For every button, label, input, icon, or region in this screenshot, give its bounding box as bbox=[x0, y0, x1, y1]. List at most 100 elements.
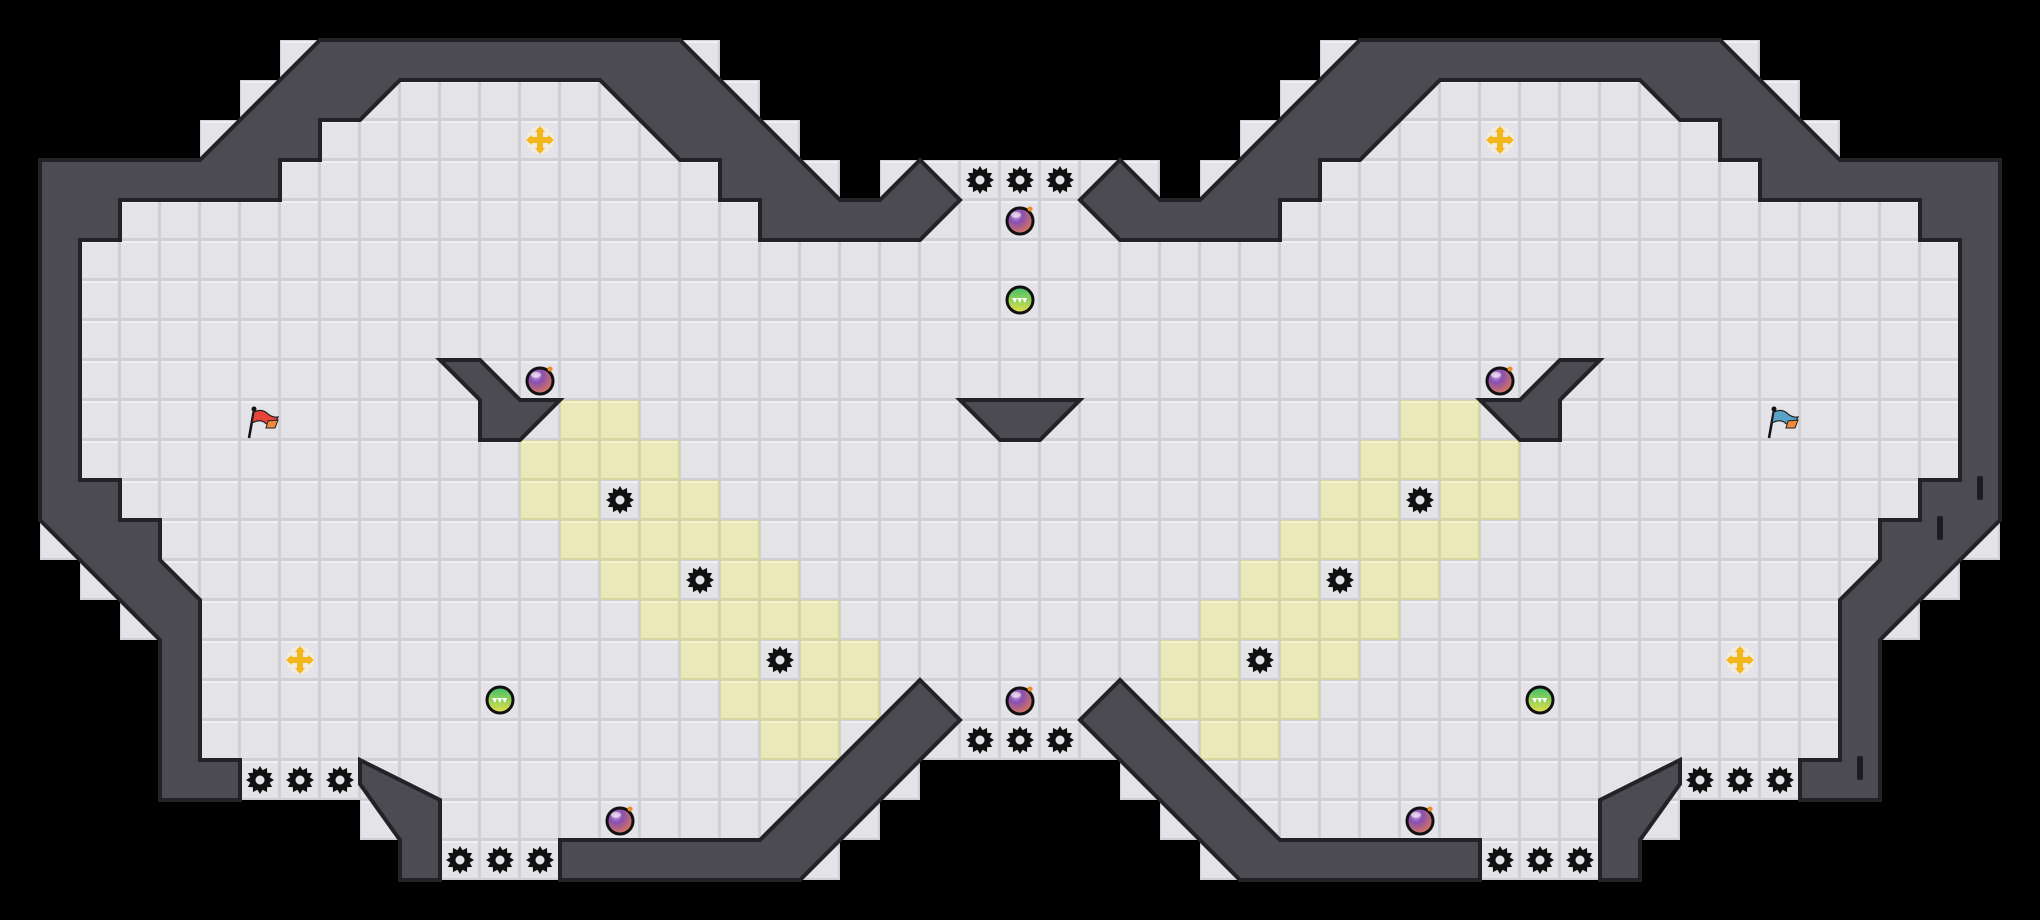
floor-tile bbox=[1280, 320, 1320, 360]
floor-tile bbox=[800, 320, 840, 360]
floor-tile bbox=[1120, 320, 1160, 360]
floor-tile bbox=[400, 200, 440, 240]
hazard-tile bbox=[600, 520, 640, 560]
floor-tile bbox=[480, 600, 520, 640]
hazard-tile bbox=[1200, 680, 1240, 720]
floor-tile bbox=[480, 720, 520, 760]
floor-tile bbox=[1040, 280, 1080, 320]
floor-tile bbox=[1320, 400, 1360, 440]
floor-tile bbox=[400, 600, 440, 640]
floor-tile bbox=[1200, 520, 1240, 560]
floor-tile bbox=[1480, 240, 1520, 280]
floor-tile bbox=[480, 280, 520, 320]
hazard-tile bbox=[560, 440, 600, 480]
floor-tile bbox=[560, 760, 600, 800]
floor-tile bbox=[1640, 520, 1680, 560]
floor-tile bbox=[1640, 320, 1680, 360]
floor-tile bbox=[1760, 480, 1800, 520]
hazard-tile bbox=[640, 560, 680, 600]
floor-tile bbox=[240, 600, 280, 640]
floor-tile bbox=[1720, 600, 1760, 640]
floor-tile bbox=[1760, 560, 1800, 600]
floor-tile bbox=[1000, 520, 1040, 560]
floor-tile bbox=[120, 480, 160, 520]
floor-tile bbox=[160, 200, 200, 240]
floor-tile bbox=[1160, 520, 1200, 560]
floor-tile bbox=[200, 440, 240, 480]
floor-tile bbox=[1560, 160, 1600, 200]
floor-tile bbox=[1720, 560, 1760, 600]
floor-tile bbox=[480, 480, 520, 520]
hazard-tile bbox=[720, 680, 760, 720]
floor-tile bbox=[1440, 760, 1480, 800]
floor-tile bbox=[1200, 320, 1240, 360]
floor-tile bbox=[1280, 240, 1320, 280]
floor-tile bbox=[520, 760, 560, 800]
floor-tile bbox=[800, 560, 840, 600]
floor-tile bbox=[720, 400, 760, 440]
floor-tile bbox=[920, 360, 960, 400]
floor-tile bbox=[1080, 400, 1120, 440]
floor-tile bbox=[1360, 240, 1400, 280]
floor-tile bbox=[640, 640, 680, 680]
floor-tile bbox=[640, 800, 680, 840]
floor-tile bbox=[1600, 400, 1640, 440]
floor-tile bbox=[1400, 680, 1440, 720]
floor-tile bbox=[680, 400, 720, 440]
floor-tile bbox=[400, 320, 440, 360]
floor-tile bbox=[1800, 200, 1840, 240]
floor-tile bbox=[360, 600, 400, 640]
floor-tile bbox=[1120, 480, 1160, 520]
floor-tile bbox=[440, 800, 480, 840]
floor-tile bbox=[880, 480, 920, 520]
floor-tile bbox=[760, 240, 800, 280]
floor-tile bbox=[1480, 320, 1520, 360]
hazard-tile bbox=[1320, 640, 1360, 680]
floor-tile bbox=[240, 640, 280, 680]
floor-tile bbox=[1760, 240, 1800, 280]
hazard-tile bbox=[680, 640, 720, 680]
hazard-tile bbox=[1400, 560, 1440, 600]
floor-tile bbox=[1600, 720, 1640, 760]
floor-tile bbox=[1840, 200, 1880, 240]
floor-tile bbox=[1120, 440, 1160, 480]
hazard-tile bbox=[640, 520, 680, 560]
floor-tile bbox=[1480, 560, 1520, 600]
floor-tile bbox=[920, 520, 960, 560]
floor-tile bbox=[1680, 280, 1720, 320]
floor-tile bbox=[1120, 240, 1160, 280]
floor-tile bbox=[1320, 680, 1360, 720]
floor-tile bbox=[640, 320, 680, 360]
floor-tile bbox=[120, 200, 160, 240]
floor-tile bbox=[1800, 400, 1840, 440]
hazard-tile bbox=[1240, 720, 1280, 760]
hazard-tile bbox=[1480, 440, 1520, 480]
floor-tile bbox=[1720, 320, 1760, 360]
floor-tile bbox=[1320, 720, 1360, 760]
floor-tile bbox=[880, 600, 920, 640]
floor-tile bbox=[320, 160, 360, 200]
floor-tile bbox=[920, 640, 960, 680]
hazard-tile bbox=[640, 480, 680, 520]
floor-tile bbox=[1760, 280, 1800, 320]
spike-gear-icon bbox=[1486, 846, 1514, 874]
floor-tile bbox=[440, 440, 480, 480]
floor-tile bbox=[920, 240, 960, 280]
floor-tile bbox=[360, 520, 400, 560]
floor-tile bbox=[400, 640, 440, 680]
floor-tile bbox=[1600, 680, 1640, 720]
floor-tile bbox=[1640, 280, 1680, 320]
floor-tile bbox=[720, 320, 760, 360]
floor-tile bbox=[1200, 400, 1240, 440]
hazard-tile bbox=[760, 720, 800, 760]
floor-tile bbox=[1760, 680, 1800, 720]
floor-tile bbox=[880, 520, 920, 560]
floor-tile bbox=[200, 200, 240, 240]
floor-tile bbox=[280, 360, 320, 400]
floor-tile bbox=[1600, 320, 1640, 360]
floor-tile bbox=[320, 320, 360, 360]
floor-tile bbox=[680, 720, 720, 760]
floor-tile bbox=[1280, 720, 1320, 760]
floor-tile bbox=[400, 520, 440, 560]
